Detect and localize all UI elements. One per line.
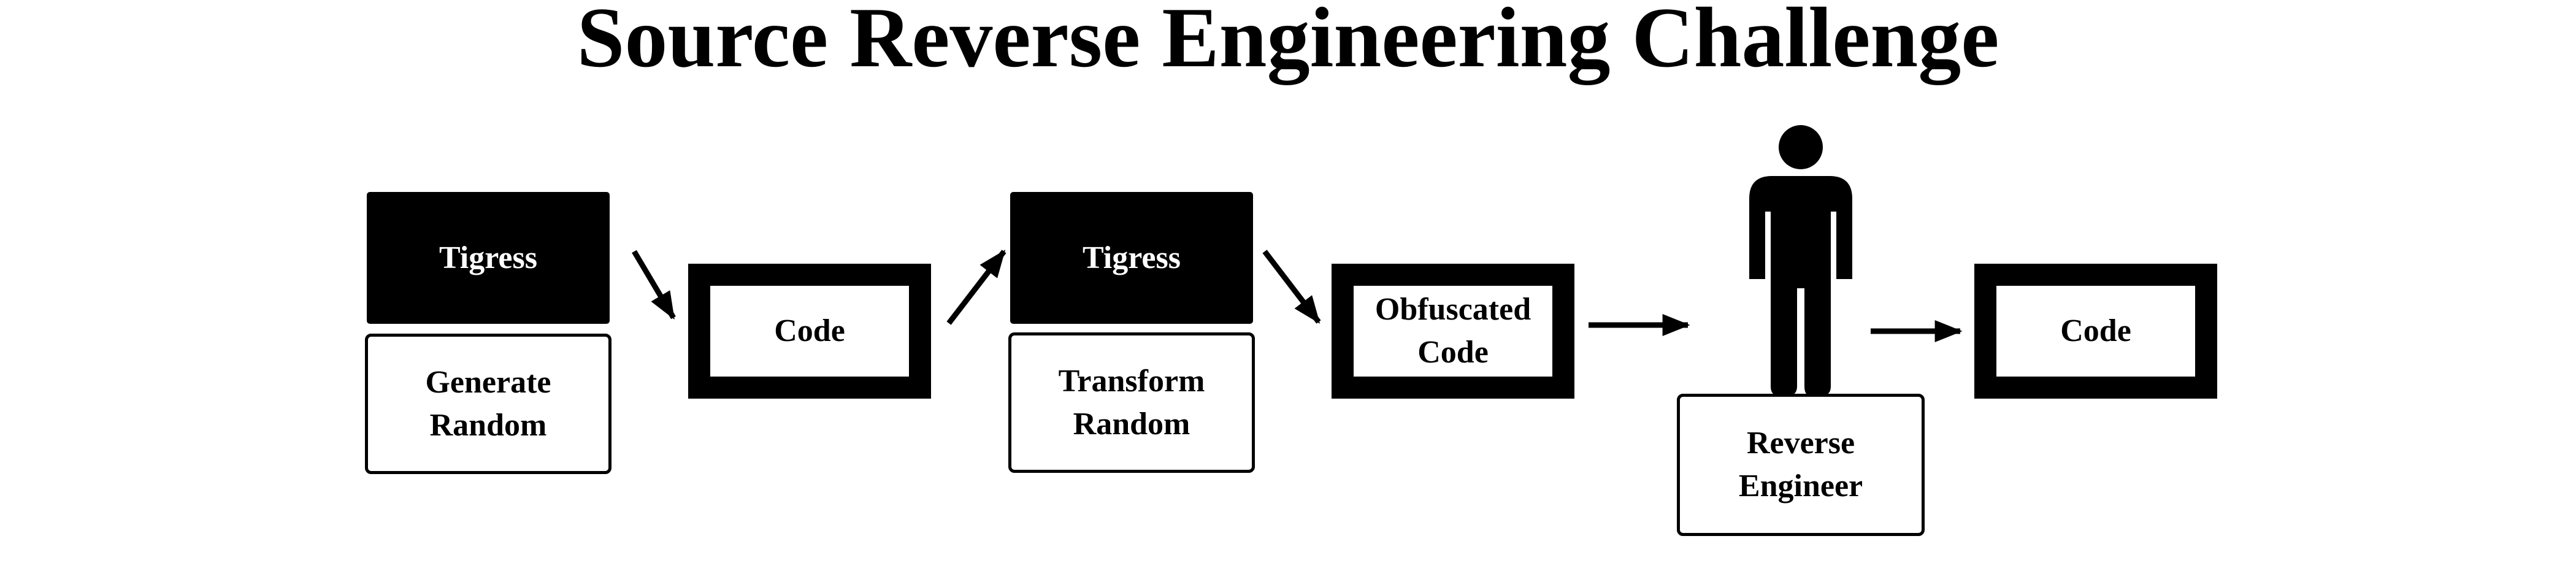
arrow-tigress2-to-obfuscated [1262,250,1321,324]
page-title: Source Reverse Engineering Challenge [577,0,1999,85]
person-icon [1749,125,1852,396]
code-box-2: Code [1974,264,2217,399]
arrow-code1-to-tigress2 [946,250,1006,325]
obfuscated-code-box: Obfuscated Code [1332,264,1574,399]
reverse-engineer-box: Reverse Engineer [1677,394,1925,536]
tigress-box-2: Tigress [1010,192,1253,324]
tigress-box-1: Tigress [367,192,610,324]
arrow-tigress1-to-code1 [632,250,676,320]
code-box-1: Code [688,264,931,399]
transform-random-box: Transform Random [1008,332,1255,473]
generate-random-box: Generate Random [365,334,611,474]
